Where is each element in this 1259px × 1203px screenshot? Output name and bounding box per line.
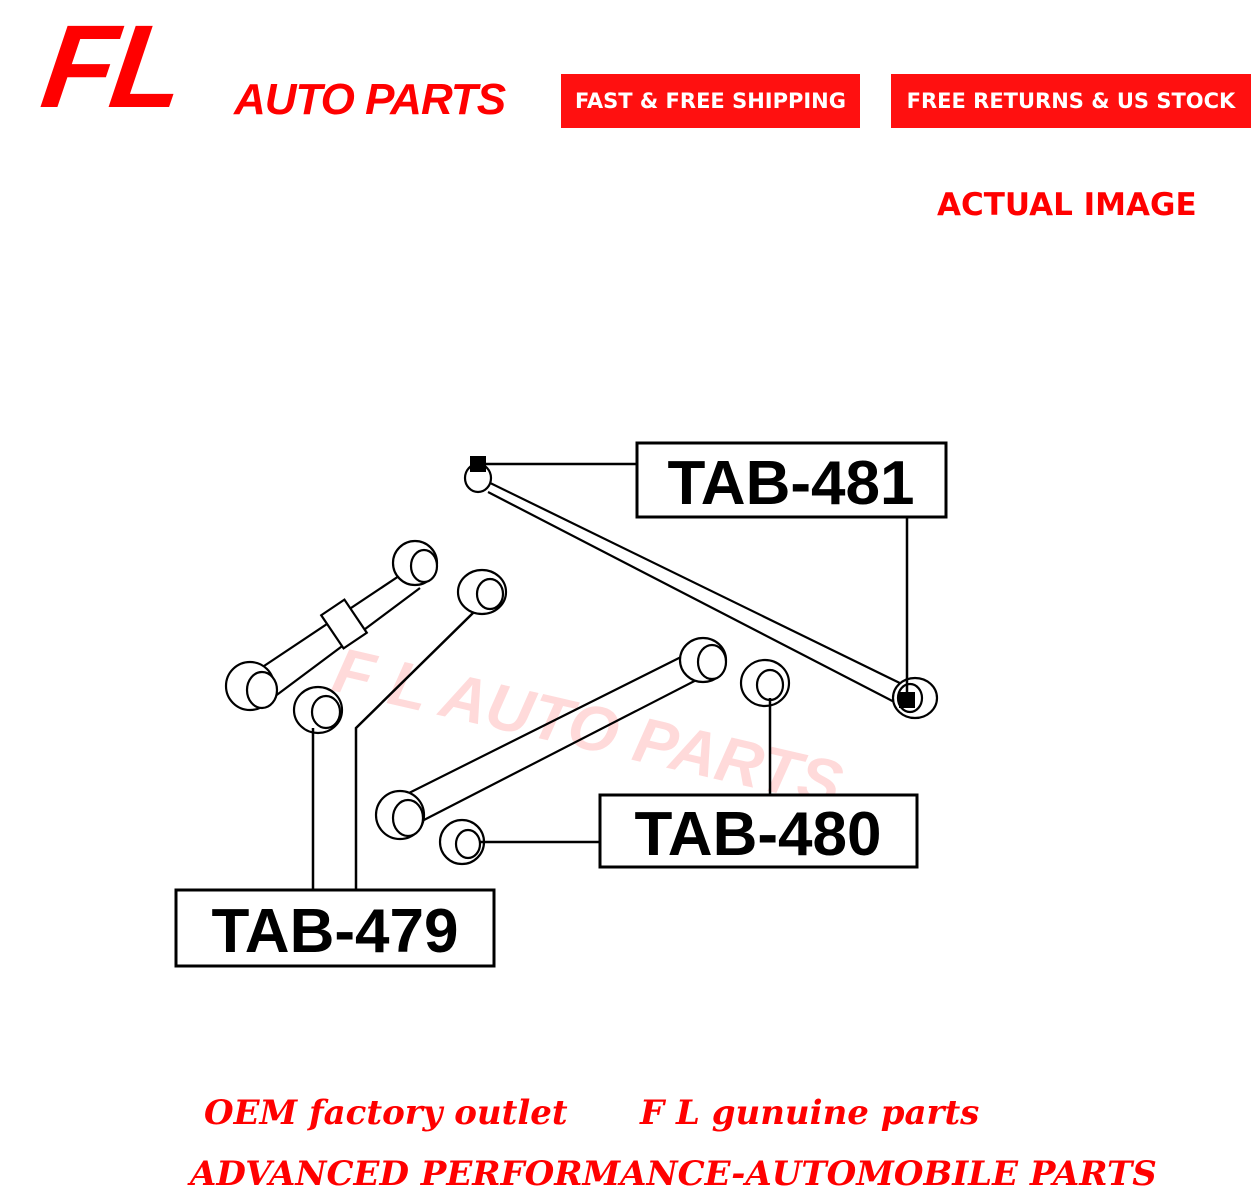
upper-left-bushing-marker	[470, 456, 486, 472]
lower-right-control-arm	[374, 636, 791, 866]
upper-right-bushing-marker	[899, 692, 915, 708]
footer-advanced-performance: ADVANCED PERFORMANCE-AUTOMOBILE PARTS	[190, 1154, 1157, 1194]
part-label-tab-479: TAB-479	[212, 897, 459, 966]
footer-oem-outlet: OEM factory outlet	[204, 1093, 568, 1133]
part-label-tab-480: TAB-480	[635, 800, 882, 869]
part-label-tab-481: TAB-481	[668, 449, 915, 518]
label-box-tab-479	[174, 888, 496, 968]
label-box-tab-481	[635, 441, 948, 519]
footer-genuine-parts: F L gunuine parts	[640, 1093, 980, 1133]
lower-left-control-arm	[224, 539, 508, 735]
brand-subtitle: AUTO PARTS	[234, 75, 506, 124]
label-box-tab-480	[598, 793, 919, 869]
actual-image-note: ACTUAL IMAGE	[937, 187, 1197, 223]
returns-badge: FREE RETURNS & US STOCK	[891, 74, 1251, 128]
shipping-badge: FAST & FREE SHIPPING	[561, 74, 860, 128]
